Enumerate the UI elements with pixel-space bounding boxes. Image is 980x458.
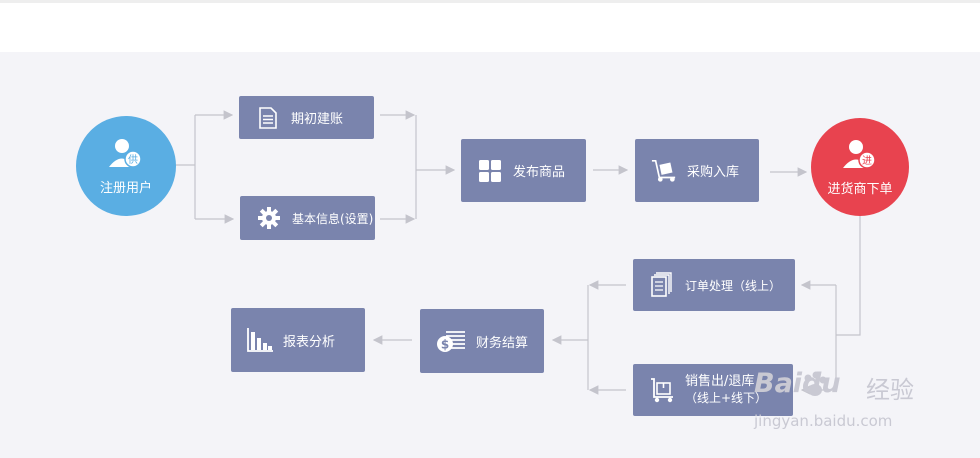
end-badge: 进 xyxy=(862,155,872,167)
node-label-line2: （线上+线下） xyxy=(685,391,768,405)
paw-icon xyxy=(800,370,830,404)
node-label: 财务结算 xyxy=(476,335,529,351)
buyer-user-icon: 进 xyxy=(843,138,877,174)
bar-chart-icon xyxy=(247,327,273,353)
watermark-url: jingyan.baidu.com xyxy=(754,412,893,430)
node-report-analysis[interactable]: 报表分析 xyxy=(231,308,365,372)
node-basic-info[interactable]: 基本信息(设置) xyxy=(240,196,375,240)
node-financial-settlement[interactable]: $ 财务结算 xyxy=(420,309,544,373)
start-circle-register-user[interactable]: 供 注册用户 xyxy=(76,116,176,216)
grid-icon xyxy=(477,158,503,184)
supplier-user-icon: 供 xyxy=(109,137,143,173)
documents-icon xyxy=(649,272,675,298)
svg-text:$: $ xyxy=(441,338,449,352)
end-label: 进货商下单 xyxy=(827,181,893,197)
node-label: 基本信息(设置) xyxy=(292,211,374,226)
watermark-brand: Baidu xyxy=(754,368,841,399)
node-label-group: 销售出/退库 （线上+线下） xyxy=(685,373,767,407)
node-purchase-warehousing[interactable]: 采购入库 xyxy=(635,139,759,202)
node-label: 报表分析 xyxy=(283,334,336,350)
hand-truck-icon xyxy=(651,158,677,184)
box-cart-icon xyxy=(649,377,675,403)
node-sales-return[interactable]: 销售出/退库 （线上+线下） xyxy=(633,364,793,416)
node-order-processing[interactable]: 订单处理（线上） xyxy=(633,259,795,311)
start-label: 注册用户 xyxy=(99,180,152,196)
gear-icon xyxy=(256,205,282,231)
end-circle-buyer-order[interactable]: 进 进货商下单 xyxy=(811,118,909,216)
node-label: 发布商品 xyxy=(513,165,566,180)
top-band xyxy=(0,0,980,52)
node-publish-goods[interactable]: 发布商品 xyxy=(461,139,586,202)
start-badge: 供 xyxy=(128,153,138,166)
node-label: 期初建账 xyxy=(291,112,344,127)
node-opening-account[interactable]: 期初建账 xyxy=(239,96,374,139)
node-label: 订单处理（线上） xyxy=(685,278,782,293)
cash-icon: $ xyxy=(436,328,466,354)
node-label: 采购入库 xyxy=(687,165,740,180)
document-icon xyxy=(255,105,281,131)
node-label-line1: 销售出/退库 xyxy=(685,374,755,389)
watermark: Baidu 经验 jingyan.baidu.com xyxy=(754,368,954,438)
watermark-cn: 经验 xyxy=(866,376,914,404)
